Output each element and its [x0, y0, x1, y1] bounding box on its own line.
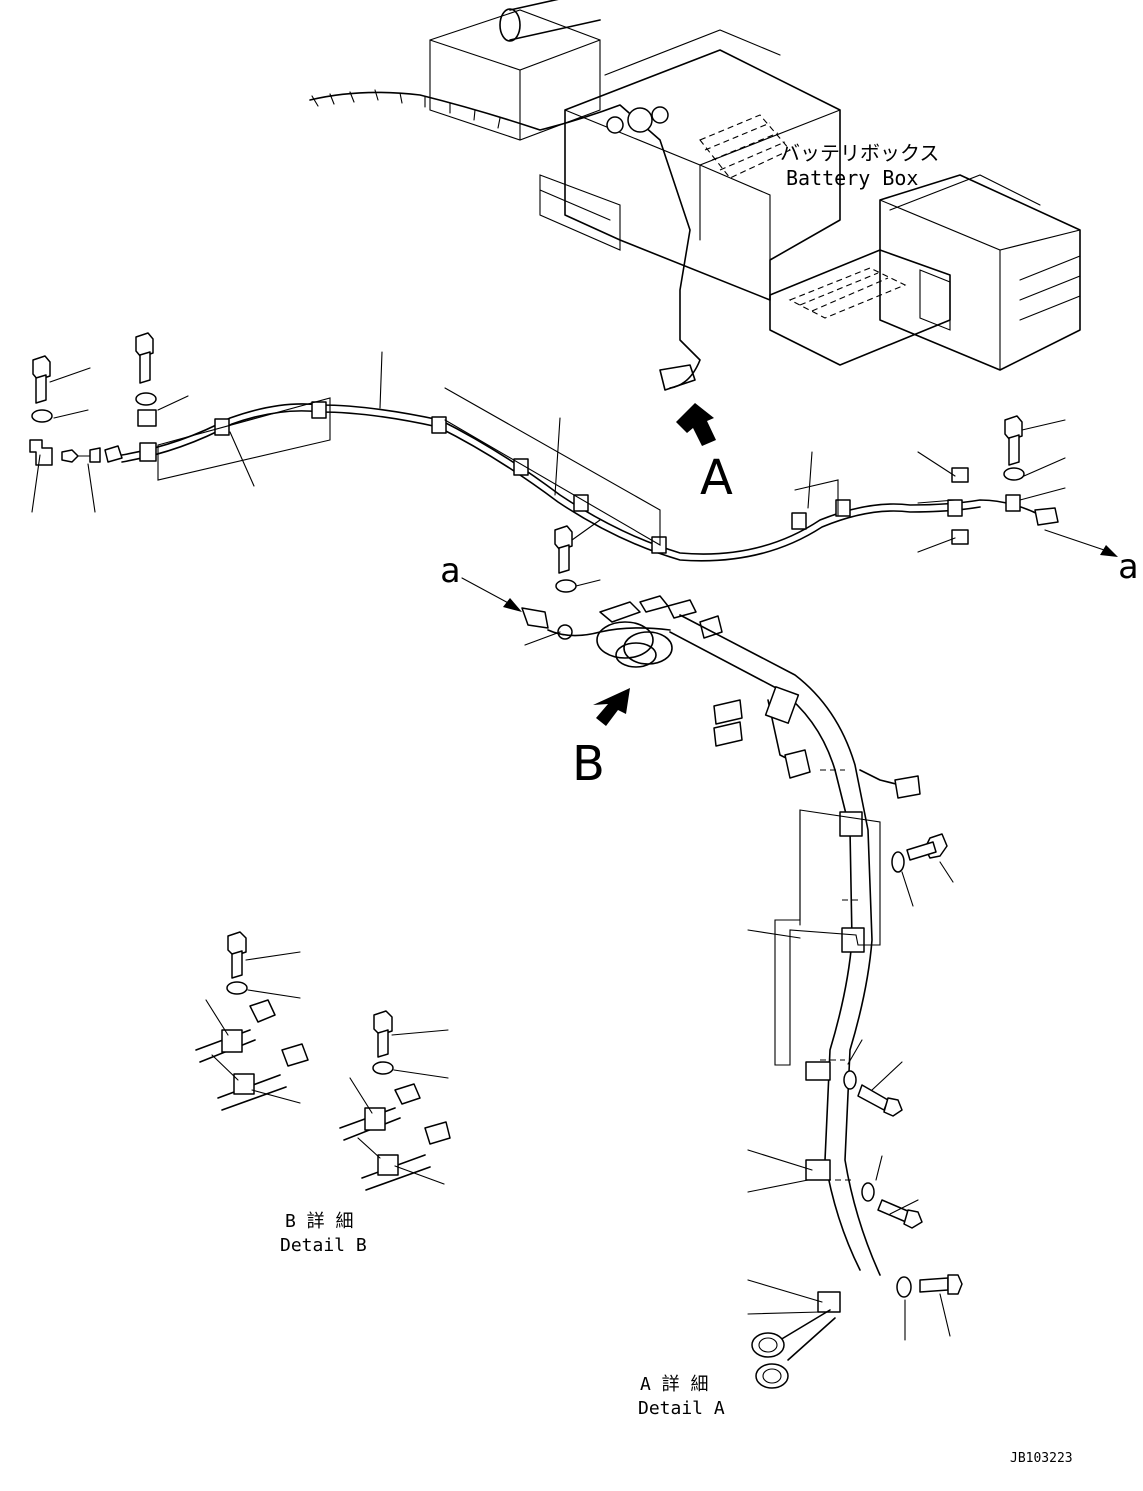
- detail-b-label-en: Detail B: [280, 1235, 367, 1256]
- ref-label-a-right: a: [1118, 547, 1138, 587]
- view-label-b: B: [572, 736, 605, 792]
- view-arrow-b: [593, 688, 630, 726]
- end-connector-upper: [751, 1332, 785, 1358]
- bolt-trunk-2: [857, 1084, 903, 1117]
- battery-box-assembly: [309, 0, 1081, 391]
- detail-a-label-jp: A 詳 細: [640, 1374, 709, 1395]
- view-arrow-a: [676, 403, 716, 446]
- bolt-upper-left: [32, 355, 51, 404]
- end-connector-lower: [755, 1363, 789, 1389]
- vent-grille-lower: [788, 267, 907, 319]
- washer-trunk-4: [896, 1276, 912, 1298]
- ref-label-a-left: a: [440, 551, 460, 591]
- washer-right: [1003, 467, 1025, 481]
- vent-grille-upper: [699, 114, 791, 179]
- bolt-center: [554, 525, 573, 574]
- collar-right-upper: [951, 467, 969, 483]
- battery-box-label-jp: バッテリボックス: [780, 141, 939, 165]
- view-label-a: A: [700, 450, 733, 506]
- bolt-trunk-4: [919, 1274, 963, 1295]
- washer-trunk-1: [891, 851, 905, 873]
- collar-upper-2: [137, 409, 157, 427]
- detail-b-drawing: [195, 931, 451, 1191]
- detail-a-label-en: Detail A: [638, 1398, 725, 1419]
- washer-trunk-3: [861, 1182, 875, 1202]
- collar-right-lower: [951, 529, 969, 545]
- bolt-upper-2: [135, 332, 154, 384]
- washer-upper-2: [135, 392, 157, 406]
- bolt-trunk-1: [906, 833, 948, 861]
- lower-harness: a: [440, 519, 963, 1389]
- bolt-right: [1004, 415, 1023, 466]
- drawing-number: JB103223: [1010, 1451, 1073, 1466]
- washer-center: [555, 579, 577, 593]
- battery-box-label-en: Battery Box: [786, 166, 918, 190]
- washer-trunk-2: [843, 1070, 857, 1090]
- bolt-trunk-3: [877, 1199, 923, 1229]
- washer-upper-left: [31, 409, 53, 423]
- upper-harness: [29, 332, 1118, 562]
- detail-b-label-jp: B 詳 細: [285, 1211, 354, 1232]
